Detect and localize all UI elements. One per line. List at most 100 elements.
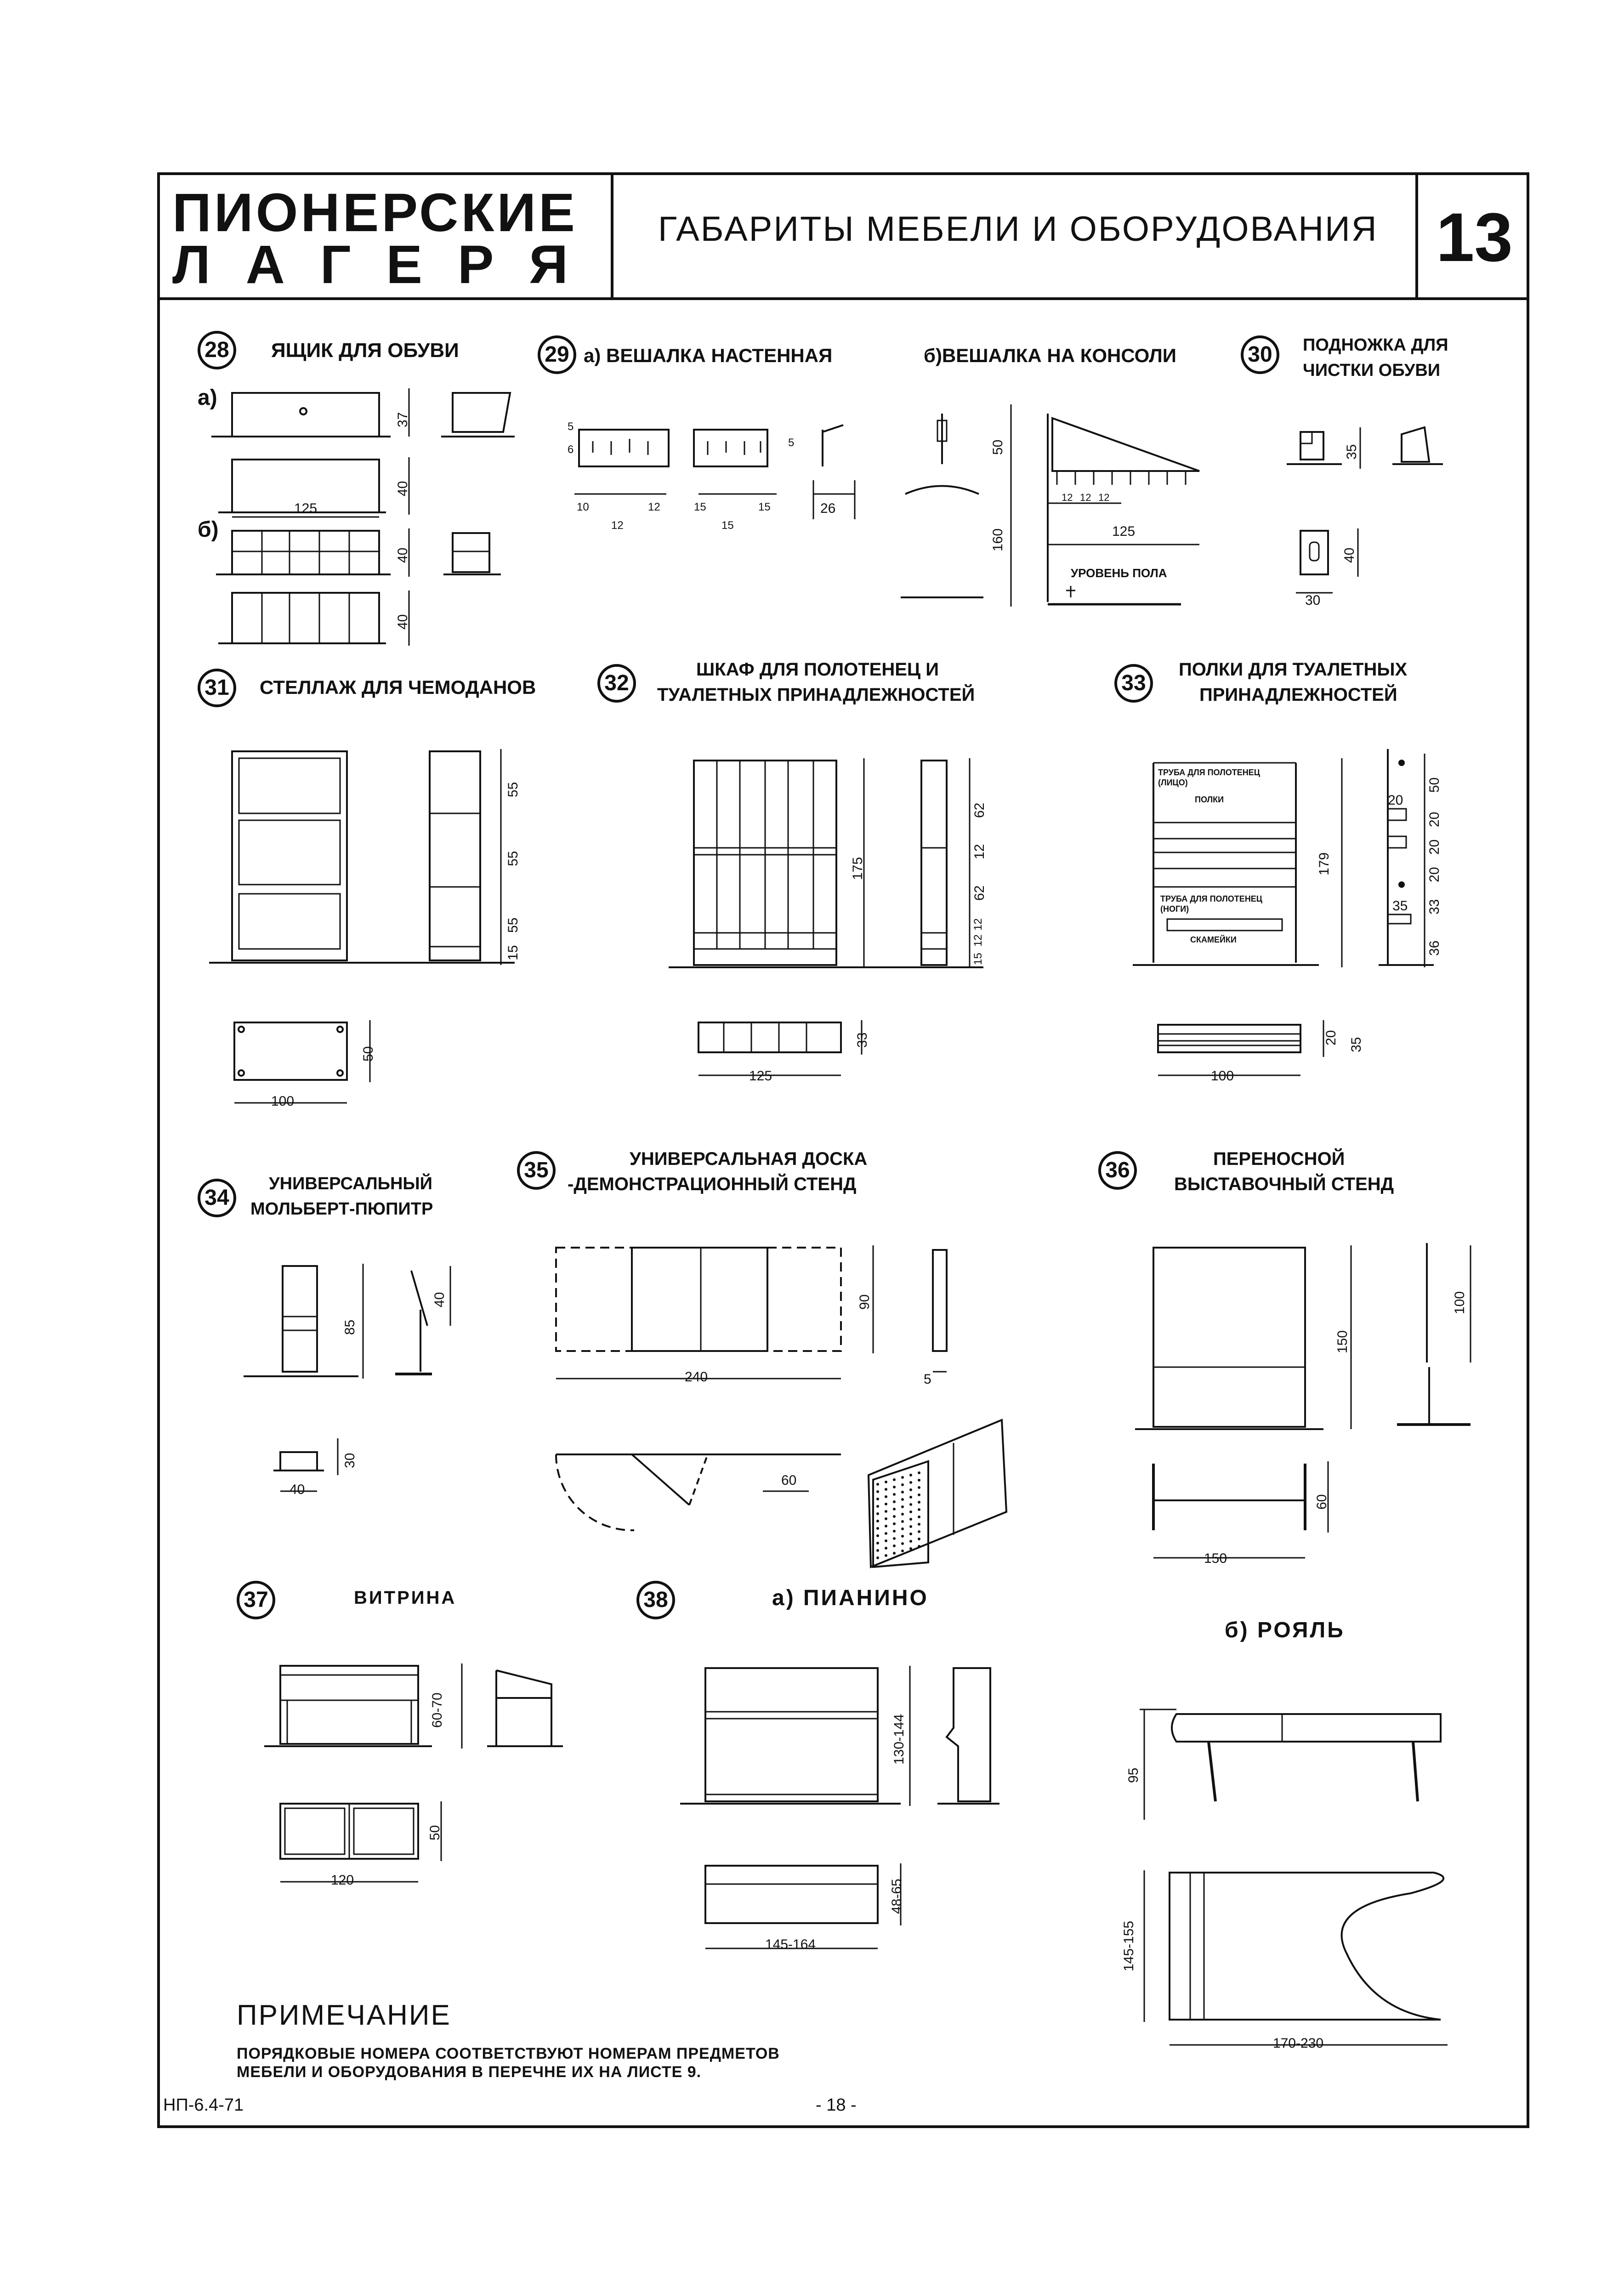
dim-32-s6: 15	[972, 953, 984, 965]
item-34-title-line1: УНИВЕРСАЛЬНЫЙ	[269, 1174, 432, 1193]
item-number-34: 34	[198, 1179, 236, 1217]
item-33-drawing	[1133, 749, 1434, 1076]
dim-36-h2: 100	[1452, 1291, 1467, 1314]
dim-31-h2: 55	[505, 851, 521, 866]
dim-30-d: 40	[1342, 547, 1357, 563]
dim-29-p2: 12	[1080, 492, 1091, 503]
dim-37-d: 50	[427, 1825, 443, 1840]
item-38-drawing	[680, 1666, 1448, 2046]
dim-38-gh: 95	[1126, 1767, 1141, 1783]
dim-34-h: 85	[342, 1319, 358, 1335]
dim-32-d: 33	[855, 1032, 870, 1048]
label-towel-feet: ТРУБА ДЛЯ ПОЛОТЕНЕЦ (НОГИ)	[1160, 894, 1262, 914]
dim-32-s2: 12	[972, 844, 987, 859]
item-38-title-b: б) РОЯЛЬ	[1225, 1618, 1345, 1642]
dim-36-h: 150	[1335, 1330, 1350, 1353]
item-36-drawing	[1135, 1243, 1471, 1559]
sheet-title-line2: Л А Г Е Р Я	[172, 234, 579, 295]
note-line2: МЕБЕЛИ И ОБОРУДОВАНИЯ В ПЕРЕЧНЕ ИХ НА ЛИ…	[237, 2063, 702, 2081]
dim-31-h3: 55	[505, 917, 521, 933]
item-31-title: СТЕЛЛАЖ ДЛЯ ЧЕМОДАНОВ	[260, 676, 536, 698]
dim-30-w: 30	[1305, 593, 1321, 608]
dim-29-d1: 5	[788, 437, 795, 449]
item-28-drawing	[211, 388, 515, 646]
dim-28-h2: 40	[395, 481, 410, 496]
dim-29-p3: 12	[1098, 492, 1110, 503]
item-34-drawing	[244, 1264, 451, 1492]
dim-34-d: 30	[342, 1453, 358, 1468]
dim-32-s1: 62	[972, 802, 987, 818]
sheet-title-line1: ПИОНЕРСКИЕ	[172, 182, 578, 243]
item-38-title-a: а) ПИАНИНО	[772, 1586, 929, 1610]
item-32-title-line2: ТУАЛЕТНЫХ ПРИНАДЛЕЖНОСТЕЙ	[657, 685, 975, 705]
sheet-subtitle: ГАБАРИТЫ МЕБЕЛИ И ОБОРУДОВАНИЯ	[658, 210, 1378, 249]
dim-32-s3: 62	[972, 885, 987, 901]
dim-38-gw: 170-230	[1273, 2036, 1324, 2051]
item-29-title-a: а) ВЕШАЛКА НАСТЕННАЯ	[584, 345, 833, 366]
dim-31-h1: 55	[505, 782, 521, 797]
dim-33-s1: 50	[1427, 777, 1442, 793]
dim-29-d2: 26	[820, 501, 836, 516]
dim-32-s4: 12	[972, 918, 984, 931]
dim-33-d1: 20	[1388, 793, 1403, 808]
item-32-drawing	[669, 758, 983, 1076]
dim-38-pw: 145-164	[765, 1937, 816, 1952]
item-number-38: 38	[636, 1581, 675, 1619]
dim-29-s5: 15	[721, 519, 734, 532]
item-number-28: 28	[198, 331, 236, 369]
item-37-drawing	[264, 1663, 563, 1883]
dim-29-s2: 12	[611, 519, 624, 532]
item-35-title-line1: УНИВЕРСАЛЬНАЯ ДОСКА	[630, 1149, 868, 1169]
dim-38-pd: 48-65	[889, 1879, 904, 1914]
dim-33-s5: 33	[1427, 899, 1442, 914]
dim-35-w: 240	[685, 1369, 708, 1385]
item-37-title: ВИТРИНА	[354, 1588, 457, 1608]
item-number-32: 32	[597, 664, 636, 703]
dim-30-h: 35	[1344, 444, 1359, 460]
dim-29-s6: 15	[758, 501, 771, 513]
label-bench: СКАМЕЙКИ	[1190, 935, 1237, 944]
label-towel-face: ТРУБА ДЛЯ ПОЛОТЕНЕЦ (ЛИЦО)	[1158, 768, 1260, 787]
dim-33-w: 100	[1211, 1068, 1234, 1084]
dim-33-pd1: 20	[1323, 1030, 1339, 1045]
dim-29-s3: 12	[648, 501, 660, 513]
item-33-title-line1: ПОЛКИ ДЛЯ ТУАЛЕТНЫХ	[1179, 659, 1408, 680]
item-36-title-line2: ВЫСТАВОЧНЫЙ СТЕНД	[1174, 1174, 1394, 1194]
item-30-drawing	[1287, 426, 1443, 594]
item-30-title-line2: ЧИСТКИ ОБУВИ	[1303, 361, 1441, 380]
dim-33-d2: 35	[1392, 898, 1408, 914]
dim-28-w: 125	[294, 501, 318, 516]
dim-31-w: 100	[271, 1094, 295, 1109]
dim-33-s6: 36	[1427, 940, 1442, 956]
dim-35-h: 90	[857, 1294, 872, 1310]
item-35-drawing	[555, 1245, 1008, 1568]
item-28-variant-b: б)	[198, 517, 219, 542]
dim-33-s3: 20	[1427, 839, 1442, 855]
item-number-33: 33	[1114, 664, 1153, 703]
item-number-36: 36	[1098, 1151, 1137, 1190]
dim-28-h3: 40	[395, 547, 410, 563]
item-32-title-line1: ШКАФ ДЛЯ ПОЛОТЕНЕЦ И	[696, 659, 939, 680]
item-number-29: 29	[538, 335, 576, 374]
dim-33-h: 179	[1317, 852, 1332, 875]
dim-29-h160: 160	[990, 528, 1005, 551]
item-number-37: 37	[237, 1581, 275, 1619]
item-29-title-b: б)ВЕШАЛКА НА КОНСОЛИ	[924, 345, 1176, 366]
dim-33-s4: 20	[1427, 867, 1442, 882]
dim-29-h50: 50	[990, 439, 1005, 455]
dim-29-a2: 6	[568, 443, 574, 456]
dim-36-d: 60	[1314, 1494, 1329, 1510]
dim-32-s5: 12	[972, 934, 984, 947]
note-line1: ПОРЯДКОВЫЕ НОМЕРА СООТВЕТСТВУЮТ НОМЕРАМ …	[237, 2045, 780, 2062]
item-35-title-line2: -ДЕМОНСТРАЦИОННЫЙ СТЕНД	[568, 1174, 857, 1194]
item-36-title-line1: ПЕРЕНОСНОЙ	[1213, 1149, 1345, 1169]
dim-31-h4: 15	[505, 945, 521, 960]
dim-34-h2: 40	[432, 1292, 447, 1307]
item-28-variant-a: а)	[198, 386, 217, 410]
floor-level-label: УРОВЕНЬ ПОЛА	[1071, 566, 1167, 580]
dim-32-h: 175	[850, 857, 865, 880]
dim-34-w: 40	[290, 1482, 305, 1497]
item-number-30: 30	[1241, 335, 1279, 374]
dim-29-p1: 12	[1062, 492, 1073, 503]
